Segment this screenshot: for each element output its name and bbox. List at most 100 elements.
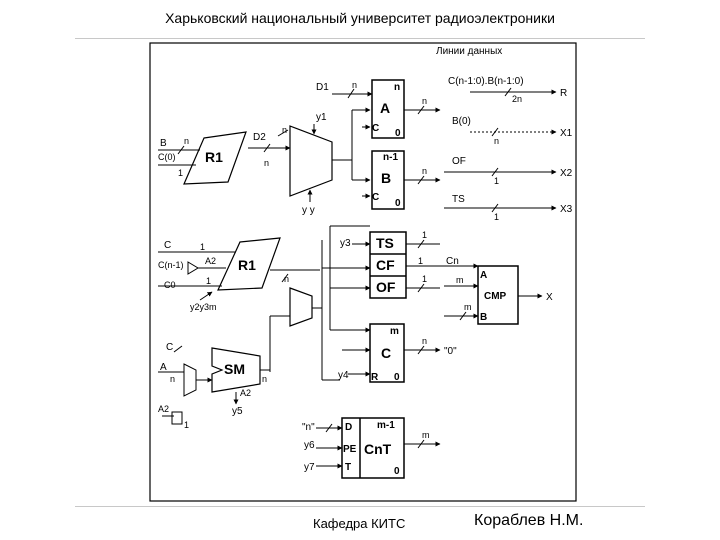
output-x2: X2 <box>560 168 573 179</box>
footer-author: Кораблев Н.М. <box>474 512 584 529</box>
svg-text:C(0): C(0) <box>158 152 176 162</box>
svg-text:R: R <box>371 372 379 383</box>
register-a-width: n <box>394 82 400 93</box>
mux-2 <box>289 287 313 327</box>
svg-text:D2: D2 <box>253 132 266 143</box>
r1-mid-name: R1 <box>238 257 256 273</box>
svg-text:m: m <box>422 430 430 440</box>
svg-text:y5: y5 <box>232 406 243 417</box>
register-b-width: n-1 <box>383 152 398 163</box>
r1-top-name: R1 <box>205 149 223 165</box>
d1-label: D1 <box>316 82 329 93</box>
register-a-name: A <box>380 100 390 116</box>
ts-label: TS <box>452 194 465 205</box>
comparator-name: CMP <box>484 291 507 302</box>
adder-sm: SM <box>211 347 261 393</box>
svg-text:0: 0 <box>394 372 400 383</box>
svg-text:C(n-1): C(n-1) <box>158 260 184 270</box>
register-a-reset: 0 <box>395 128 401 139</box>
svg-text:C0: C0 <box>164 280 176 290</box>
output-r: R <box>560 88 567 99</box>
comparator: A CMP B <box>477 265 519 325</box>
svg-text:m-1: m-1 <box>377 420 395 431</box>
svg-text:A2: A2 <box>205 256 216 266</box>
svg-text:A2: A2 <box>240 388 251 398</box>
b0-label: B(0) <box>452 116 471 127</box>
register-b-name: B <box>381 170 391 186</box>
svg-text:T: T <box>345 462 351 473</box>
svg-text:1: 1 <box>418 256 423 266</box>
register-a-clock: C <box>372 123 379 134</box>
svg-text:y6: y6 <box>304 440 315 451</box>
svg-text:n: n <box>422 166 427 176</box>
svg-text:1: 1 <box>184 420 189 430</box>
svg-text:2n: 2n <box>512 94 522 104</box>
svg-text:n: n <box>422 336 427 346</box>
svg-text:1: 1 <box>494 212 499 222</box>
svg-text:n: n <box>264 158 269 168</box>
mux-1-y1: y1 <box>316 112 327 123</box>
svg-text:1: 1 <box>200 242 205 252</box>
header-divider <box>75 38 645 39</box>
svg-text:n: n <box>262 374 267 384</box>
output-x3: X3 <box>560 204 573 215</box>
svg-text:X: X <box>546 292 553 303</box>
svg-text:"n": "n" <box>302 422 315 433</box>
svg-text:1: 1 <box>422 230 427 240</box>
svg-text:m: m <box>464 302 472 312</box>
svg-text:n: n <box>170 374 175 384</box>
svg-text:1: 1 <box>206 276 211 286</box>
svg-text:0: 0 <box>394 466 400 477</box>
register-b-clock: C <box>372 192 379 203</box>
svg-text:B: B <box>160 138 167 149</box>
svg-text:n: n <box>422 96 427 106</box>
svg-text:A: A <box>160 362 167 373</box>
svg-text:1: 1 <box>494 176 499 186</box>
svg-text:n: n <box>284 274 289 284</box>
svg-text:y2y3m: y2y3m <box>190 302 217 312</box>
counter-name: CnT <box>364 441 392 457</box>
svg-text:PE: PE <box>343 444 357 455</box>
flag-registers: TS CF OF <box>369 231 407 299</box>
r1-top: R1 <box>183 131 247 185</box>
svg-text:A: A <box>480 270 487 281</box>
svg-text:y7: y7 <box>304 462 315 473</box>
mux-1-yy: y y <box>302 205 315 216</box>
svg-text:n: n <box>352 80 357 90</box>
register-c-name: C <box>381 345 391 361</box>
header-title: Харьковский национальный университет рад… <box>165 10 555 26</box>
footer-divider <box>75 506 645 507</box>
svg-text:"0": "0" <box>444 346 457 357</box>
svg-text:A2: A2 <box>158 404 169 414</box>
svg-text:n: n <box>494 136 499 146</box>
svg-text:m: m <box>456 275 464 285</box>
svg-text:n: n <box>282 125 287 135</box>
adder-sm-name: SM <box>224 361 245 377</box>
svg-text:y3: y3 <box>340 238 351 249</box>
svg-text:D: D <box>345 422 352 433</box>
footer-department: Кафедра КИТС <box>313 516 406 531</box>
register-a: A n C 0 <box>362 79 405 139</box>
mux-1 <box>289 125 333 197</box>
svg-text:B: B <box>480 312 487 323</box>
concat-label: C(n-1:0).B(n-1:0) <box>448 76 524 87</box>
register-c: C m R 0 <box>369 323 405 383</box>
diagram-frame <box>149 42 577 502</box>
output-x1: X1 <box>560 128 573 139</box>
svg-text:Cn: Cn <box>446 256 459 267</box>
svg-text:C: C <box>166 342 173 353</box>
svg-text:n: n <box>184 136 189 146</box>
flag-ts: TS <box>376 235 394 251</box>
data-lines-label: Линии данных <box>436 46 502 57</box>
r1-mid: R1 <box>217 237 281 291</box>
svg-text:m: m <box>390 326 399 337</box>
of-label: OF <box>452 156 466 167</box>
flag-of: OF <box>376 279 396 295</box>
counter-cnt: D PE T m-1 CnT 0 <box>341 417 405 479</box>
svg-text:1: 1 <box>178 168 183 178</box>
svg-text:1: 1 <box>422 274 427 284</box>
register-b-reset: 0 <box>395 198 401 209</box>
svg-text:C: C <box>164 240 171 251</box>
svg-text:y4: y4 <box>338 370 349 381</box>
